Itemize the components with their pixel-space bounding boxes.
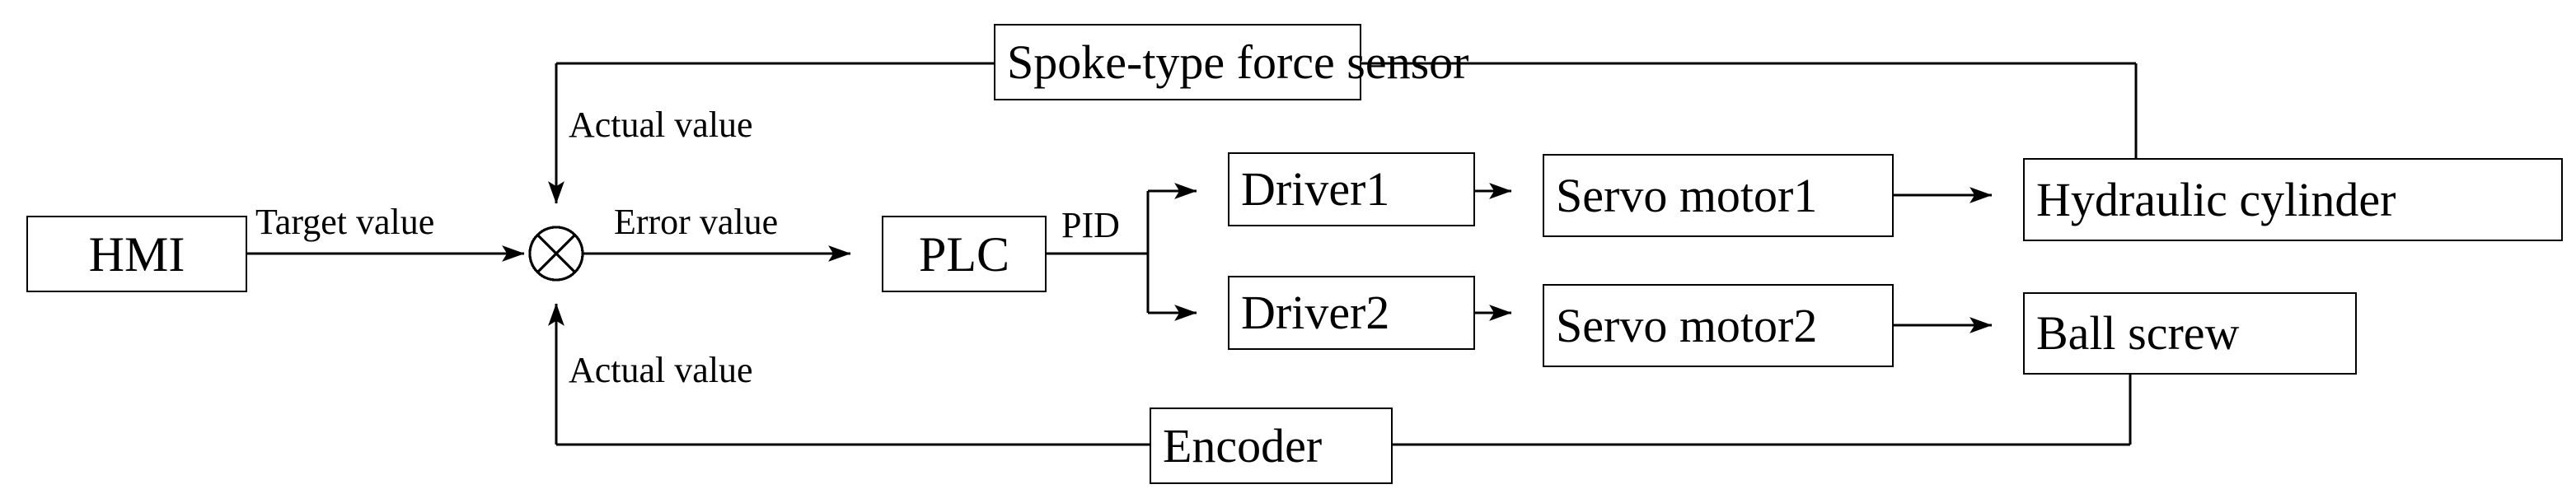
block-hydraulic-cylinder-label: Hydraulic cylinder xyxy=(2036,172,2396,226)
block-ball-screw-label: Ball screw xyxy=(2036,306,2240,360)
block-servo-motor1[interactable]: Servo motor1 xyxy=(1543,154,1894,237)
block-servo-motor2[interactable]: Servo motor2 xyxy=(1543,284,1894,367)
summing-junction-cross-b xyxy=(536,234,576,273)
block-ball-screw[interactable]: Ball screw xyxy=(2023,292,2357,375)
block-servo-motor1-label: Servo motor1 xyxy=(1556,168,1818,222)
block-encoder-label: Encoder xyxy=(1163,418,1323,473)
block-driver1[interactable]: Driver1 xyxy=(1228,152,1475,226)
label-target-value: Target value xyxy=(255,202,435,242)
block-hmi[interactable]: HMI xyxy=(26,216,247,292)
block-hmi-label: HMI xyxy=(88,226,185,282)
label-error-value: Error value xyxy=(614,202,779,242)
block-driver2-label: Driver2 xyxy=(1241,286,1390,339)
block-plc-label: PLC xyxy=(918,226,1010,282)
label-pid: PID xyxy=(1061,205,1120,245)
block-spoke-type-force-sensor-label: Spoke-type force sensor xyxy=(1007,35,1469,89)
label-actual-value-top: Actual value xyxy=(569,105,753,145)
block-servo-motor2-label: Servo motor2 xyxy=(1556,298,1818,352)
block-spoke-type-force-sensor[interactable]: Spoke-type force sensor xyxy=(994,24,1469,100)
block-driver2[interactable]: Driver2 xyxy=(1228,276,1475,350)
block-driver1-label: Driver1 xyxy=(1241,162,1390,216)
block-plc[interactable]: PLC xyxy=(882,216,1047,292)
block-hydraulic-cylinder[interactable]: Hydraulic cylinder xyxy=(2023,158,2563,241)
label-actual-value-bottom: Actual value xyxy=(569,350,753,390)
block-encoder[interactable]: Encoder xyxy=(1150,408,1393,484)
